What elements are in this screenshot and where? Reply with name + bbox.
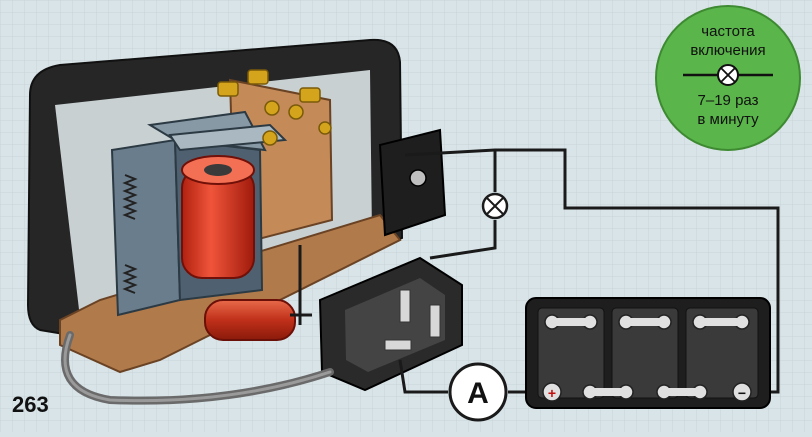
lamp-symbol <box>481 192 509 220</box>
relay-spring <box>122 174 138 294</box>
relay-coil <box>181 155 255 279</box>
bracket-hole <box>409 169 427 187</box>
wiring <box>290 148 780 394</box>
battery-plus-label: + <box>548 385 556 401</box>
relay-contacts <box>217 69 332 146</box>
badge-line4: в минуту <box>697 111 759 128</box>
connector-block <box>318 256 463 392</box>
badge-line1: частота <box>701 23 755 40</box>
battery-minus-terminal <box>732 382 752 402</box>
lamp-icon <box>717 64 739 86</box>
capacitor <box>204 299 296 341</box>
battery-plus-terminal <box>542 382 562 402</box>
ammeter: A <box>448 362 508 422</box>
battery-minus-label: − <box>738 385 746 401</box>
frequency-badge: частота включения 7–19 раз в минуту <box>655 5 801 151</box>
ammeter-label: A <box>467 377 489 410</box>
relay-armature <box>168 123 288 152</box>
figure-number: 263 <box>12 392 49 417</box>
badge-line3: 7–19 раз <box>698 92 759 109</box>
badge-line2: включения <box>690 42 765 59</box>
battery: + − <box>525 297 771 409</box>
